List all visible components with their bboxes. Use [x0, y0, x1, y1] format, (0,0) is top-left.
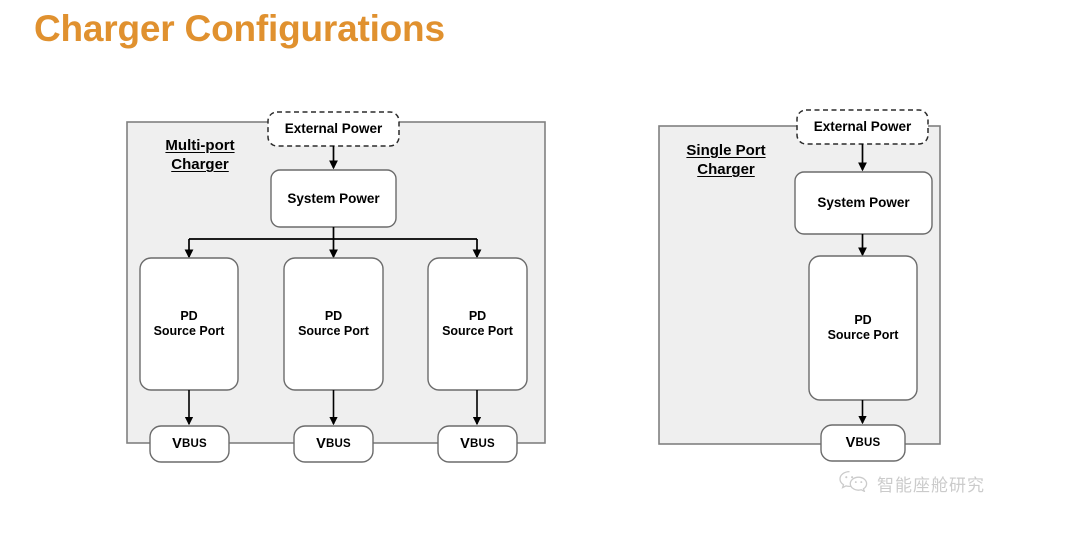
vbus-sc-1: BUS [181, 438, 207, 450]
wechat-icon [838, 470, 870, 497]
system-power-box-right [794, 171, 933, 235]
single-port-charger-group [658, 109, 941, 462]
pd-source-port-box-3 [427, 257, 528, 391]
multi-port-charger-title-line2: Charger [171, 156, 229, 174]
vbus-cap-2: V [316, 436, 326, 452]
vbus-box-3 [437, 425, 518, 463]
external-power-box-left [267, 111, 400, 147]
multi-port-charger-title: Multi-port Charger [150, 136, 250, 174]
pd-source-port-box-right [808, 255, 918, 401]
vbus-box-1 [149, 425, 230, 463]
pd-source-port-box-1 [139, 257, 239, 391]
pd-source-port-box-2 [283, 257, 384, 391]
vbus-sc-2: BUS [325, 438, 351, 450]
system-power-box-left [270, 169, 397, 228]
vbus-cap-3: V [460, 436, 470, 452]
vbus-sc-right: BUS [855, 437, 881, 449]
vbus-sc-3: BUS [469, 438, 495, 450]
page-title: Charger Configurations [34, 8, 445, 49]
external-power-box-right [796, 109, 929, 145]
vbus-cap-1: V [172, 436, 182, 452]
watermark: 智能座舱研究 [838, 470, 985, 497]
vbus-box-right [820, 424, 906, 462]
vbus-cap-right: V [845, 435, 856, 451]
single-port-charger-title-line1: Single Port [686, 142, 766, 159]
single-port-charger-title-line2: Charger [697, 161, 755, 179]
vbus-box-2 [293, 425, 374, 463]
multi-port-charger-title-line1: Multi-port [165, 137, 235, 154]
single-port-charger-title: Single Port Charger [672, 141, 780, 179]
multi-port-charger-group [126, 111, 546, 463]
watermark-text: 智能座舱研究 [877, 476, 985, 496]
